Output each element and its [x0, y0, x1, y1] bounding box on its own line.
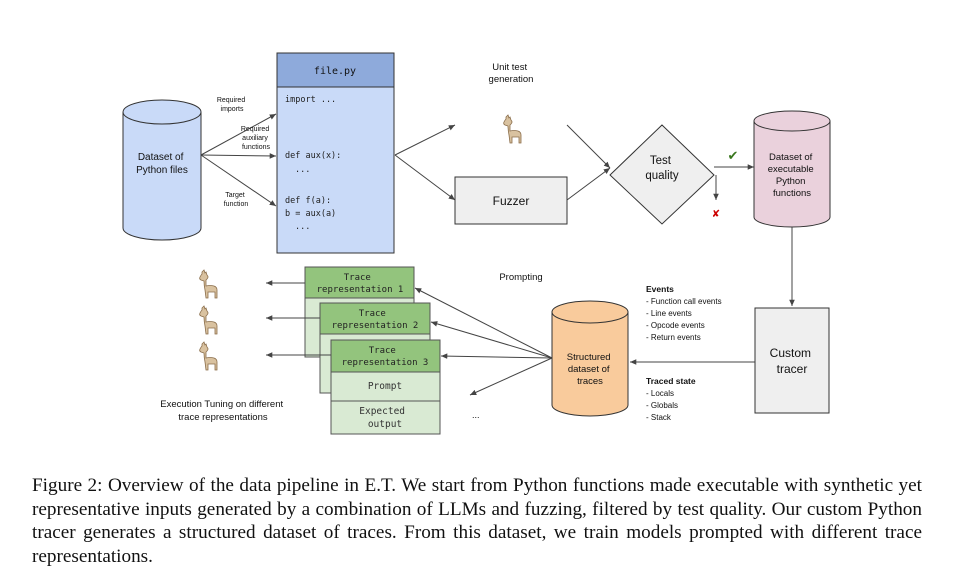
events-title: Events: [646, 284, 674, 294]
fuzzer-box: Fuzzer: [454, 176, 568, 225]
svg-text:- Function call events -: - Function call events - Line events - O…: [646, 297, 724, 342]
card2-line2: representation 2: [332, 321, 419, 331]
svg-text:Dataset of executable: Dataset of executable Python functions: [768, 152, 817, 199]
target-function-label: Target function: [224, 192, 249, 208]
card3-line1: Trace: [369, 346, 396, 356]
exec-dataset-line4: functions: [773, 188, 811, 199]
code-line-4: def f(a):: [285, 196, 331, 206]
card3-line2: representation 3: [342, 358, 429, 368]
svg-text:Trace representation 1: Trace representation 1: [317, 273, 404, 295]
traced-state-item-3: - Stack: [646, 413, 672, 422]
card1-line2: representation 1: [317, 285, 404, 295]
expected-output-line2: output: [368, 419, 402, 430]
llama-icon: [503, 114, 522, 144]
traced-state-item-1: - Locals: [646, 389, 674, 398]
code-line-2: def aux(x):: [285, 151, 341, 161]
structured-line2: dataset of: [568, 364, 610, 375]
executable-functions-dataset: Dataset of executable Python functions: [753, 110, 831, 228]
cards-to-llama-arrows: [266, 280, 331, 358]
events-item-4: - Return events: [646, 333, 701, 342]
required-aux-label: Required auxiliary functions: [241, 126, 271, 151]
trace-card-3: Trace representation 3 Prompt Expected o…: [330, 339, 441, 435]
figure-caption: Figure 2: Overview of the data pipeline …: [32, 475, 922, 567]
traced-state-list: Traced state - Locals - Globals - Stack: [646, 376, 696, 422]
execution-tuning-label: Execution Tuning on different trace repr…: [160, 399, 286, 423]
fuzzer-label: Fuzzer: [493, 194, 530, 208]
file-py-title: file.py: [314, 66, 356, 77]
events-item-1: - Function call events: [646, 297, 722, 306]
code-line-6: ...: [295, 222, 310, 232]
required-imports-label: Required imports: [217, 97, 247, 113]
test-quality-line1: Test: [650, 155, 672, 167]
structured-to-cards-arrows: [414, 287, 553, 396]
cross-icon: ✘: [712, 209, 720, 220]
more-representations-ellipsis: ...: [472, 410, 480, 420]
svg-text:Trace representation 2: Trace representation 2: [332, 309, 419, 331]
svg-text:Structured dataset of: Structured dataset of traces: [567, 352, 613, 387]
python-files-dataset: Dataset of Python files: [122, 99, 202, 241]
structured-line1: Structured: [567, 352, 611, 363]
card1-line1: Trace: [344, 273, 371, 283]
test-quality-line2: quality: [645, 170, 678, 182]
custom-tracer-box: Custom tracer: [754, 307, 830, 414]
test-quality-diamond: Test quality: [609, 124, 715, 225]
svg-text:Test quality: Test quality: [645, 155, 678, 182]
prompt-label: Prompt: [368, 381, 402, 392]
code-line-1: import ...: [285, 95, 336, 105]
custom-tracer-line1: Custom: [770, 346, 811, 360]
structured-line3: traces: [577, 376, 603, 387]
exec-dataset-line1: Dataset of: [769, 152, 813, 163]
python-files-label-line1: Dataset of: [138, 152, 184, 163]
llama-icon: [199, 269, 218, 299]
svg-text:- Locals - Globals: - Locals - Globals - Stack: [646, 389, 680, 422]
prompting-label: Prompting: [499, 272, 542, 283]
svg-text:Trace representation 3: Trace representation 3: [342, 346, 429, 368]
exec-dataset-line3: Python: [776, 176, 806, 187]
file-to-generation-arrows: [394, 124, 456, 201]
file-py-box: file.py import ... def aux(x): ... def f…: [276, 52, 395, 254]
test-quality-arrows: [713, 164, 754, 200]
svg-text:Custom tracer: Custom tracer: [770, 346, 815, 376]
svg-text:import ... def aux(x):: import ... def aux(x): ... def f(a): b =…: [285, 95, 346, 232]
llama-icon: [199, 305, 218, 335]
events-item-2: - Line events: [646, 309, 692, 318]
generation-to-test-arrows: [566, 124, 611, 201]
dataset-to-file-arrows: [200, 113, 277, 207]
python-files-label-line2: Python files: [136, 165, 188, 176]
svg-text:Expected output: Expected output: [359, 406, 411, 430]
custom-tracer-line2: tracer: [777, 362, 808, 376]
unit-test-generation-label: Unit test generation: [489, 62, 534, 85]
traced-state-item-2: - Globals: [646, 401, 678, 410]
events-item-3: - Opcode events: [646, 321, 705, 330]
expected-output-line1: Expected: [359, 406, 405, 417]
traced-state-title: Traced state: [646, 376, 696, 386]
card2-line1: Trace: [359, 309, 386, 319]
structured-traces-dataset: Structured dataset of traces: [551, 300, 629, 417]
check-icon: ✔: [728, 149, 739, 164]
llama-icon: [199, 341, 218, 371]
code-line-3: ...: [295, 165, 310, 175]
code-line-5: b = aux(a): [285, 209, 336, 219]
events-list: Events - Function call events - Line eve…: [646, 284, 724, 342]
exec-dataset-line2: executable: [768, 164, 814, 175]
svg-text:Dataset of Python files: Dataset of Python files: [136, 152, 188, 176]
